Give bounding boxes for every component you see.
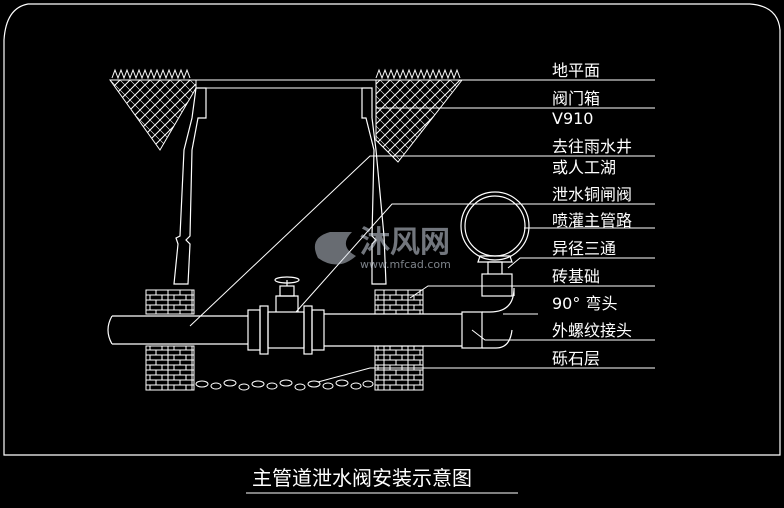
leader-lines <box>189 79 655 383</box>
gate-valve <box>247 276 325 355</box>
soil-right <box>375 79 464 163</box>
label-threaded-joint: 外螺纹接头 <box>552 321 632 340</box>
brick-right-upper <box>374 289 424 315</box>
watermark-brand: 沐风网 <box>360 225 450 260</box>
gravel-layer <box>195 379 374 391</box>
label-elbow: 90° 弯头 <box>552 294 617 313</box>
label-main-pipe: 喷灌主管路 <box>552 211 632 230</box>
label-reducing-tee: 异径三通 <box>552 239 616 258</box>
label-to-rain-well: 去往雨水井 <box>552 137 632 156</box>
main-pipe-connection <box>324 255 515 349</box>
label-v910: V910 <box>552 109 593 128</box>
brick-left-lower <box>145 345 195 391</box>
soil-left <box>109 79 197 151</box>
label-valve-box: 阀门箱 <box>552 89 600 108</box>
main-pipe-section <box>460 191 530 261</box>
watermark-logo-icon <box>314 232 356 265</box>
grass-right <box>375 68 461 80</box>
valve-box <box>173 87 387 285</box>
grass-left <box>111 68 191 80</box>
frame-border <box>3 3 781 456</box>
watermark: 沐风网 www.mfcad.com <box>314 225 451 271</box>
label-brick-base: 砖基础 <box>552 267 600 286</box>
drain-pipe <box>107 315 248 345</box>
label-drain-valve: 泄水铜闸阀 <box>552 185 632 204</box>
diagram-title: 主管道泄水阀安装示意图 <box>252 466 472 490</box>
label-ground: 地平面 <box>552 61 600 80</box>
label-or-lake: 或人工湖 <box>552 158 616 177</box>
label-gravel: 砾石层 <box>552 349 600 368</box>
brick-left-upper <box>145 289 195 315</box>
watermark-url: www.mfcad.com <box>360 258 451 271</box>
